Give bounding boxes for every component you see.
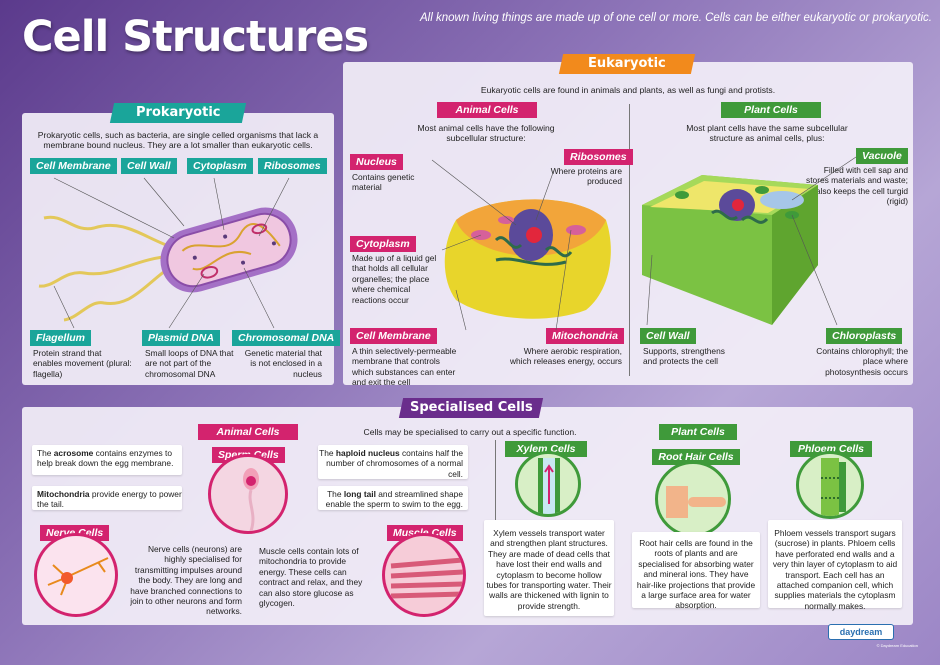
label-ribosomes-animal: Ribosomes xyxy=(564,149,633,165)
vacuole-text: Filled with cell sap and stores material… xyxy=(806,165,908,207)
bacteria-diagram xyxy=(38,177,298,329)
phloem-text: Phloem vessels transport sugars (sucrose… xyxy=(772,528,898,611)
plant-cells-intro: Most plant cells have the same subcellul… xyxy=(686,123,848,144)
label-cell-membrane: Cell Membrane xyxy=(30,158,117,174)
cell-wall-text: Supports, strengthens and protects the c… xyxy=(643,346,725,367)
phloem-box xyxy=(768,520,902,608)
prokaryotic-intro: Prokaryotic cells, such as bacteria, are… xyxy=(37,130,319,151)
chloroplasts-text: Contains chlorophyll; the place where ph… xyxy=(816,346,908,377)
root-hair-cell-image xyxy=(655,461,731,537)
specialised-animal-heading: Animal Cells xyxy=(198,424,298,440)
phloem-tube-icon xyxy=(821,458,846,516)
phloem-cell-image xyxy=(796,451,864,519)
animal-cell-diagram xyxy=(431,159,611,331)
label-phloem-cells: Phloem Cells xyxy=(790,441,872,457)
root-hair-text: Root hair cells are found in the roots o… xyxy=(636,538,756,611)
label-cell-membrane-animal: Cell Membrane xyxy=(350,328,437,344)
muscle-cell-image xyxy=(382,533,466,617)
plant-cells-heading: Plant Cells xyxy=(721,102,821,118)
specialised-heading: Specialised Cells xyxy=(398,398,544,418)
label-mitochondria: Mitochondria xyxy=(546,328,624,344)
neuron-icon xyxy=(47,557,109,596)
nerve-cell-image xyxy=(34,533,118,617)
haploid-nucleus-text: The haploid nucleus contains half the nu… xyxy=(319,448,463,479)
label-vacuole: Vacuole xyxy=(856,148,908,164)
tail-box xyxy=(318,486,468,510)
specialised-intro: Cells may be specialised to carry out a … xyxy=(363,427,577,437)
label-xylem-cells: Xylem Cells xyxy=(505,441,587,457)
label-cytoplasm-animal: Cytoplasm xyxy=(350,236,416,252)
flagellum-text: Protein strand that enables movement (pl… xyxy=(33,348,132,379)
label-chromosomal-dna: Chromosomal DNA xyxy=(232,330,341,346)
label-nucleus: Nucleus xyxy=(350,154,403,170)
plant-cell-diagram xyxy=(642,156,857,326)
sperm-cell-image xyxy=(208,454,288,534)
cytoplasm-text: Made up of a liquid gel that holds all c… xyxy=(352,253,437,305)
root-hair-icon xyxy=(666,486,726,518)
animal-cells-heading: Animal Cells xyxy=(437,102,537,118)
xylem-cell-image xyxy=(515,451,581,517)
sperm-icon xyxy=(243,468,259,531)
label-chloroplasts: Chloroplasts xyxy=(826,328,903,344)
label-cell-wall-plant: Cell Wall xyxy=(640,328,696,344)
nerve-cells-text: Nerve cells (neurons) are highly special… xyxy=(130,544,242,617)
muscle-fibre-icon xyxy=(390,557,463,599)
animal-cells-intro: Most animal cells have the following sub… xyxy=(417,123,555,144)
membrane-text: A thin selectively-permeable membrane th… xyxy=(352,346,457,388)
root-hair-box xyxy=(632,532,760,608)
mitochondria-sperm-text: Mitochondria provide energy to power the… xyxy=(37,489,182,510)
label-flagellum: Flagellum xyxy=(30,330,92,346)
long-tail-text: The long tail and streamlined shape enab… xyxy=(325,489,463,510)
plasmid-text: Small loops of DNA that are not part of … xyxy=(145,348,234,379)
haploid-box xyxy=(318,445,468,479)
specialised-plant-heading: Plant Cells xyxy=(659,424,737,440)
acrosome-text: The acrosome contains enzymes to help br… xyxy=(37,448,174,469)
acrosome-box xyxy=(32,445,182,475)
ribosomes-text: Where proteins are produced xyxy=(550,166,622,187)
eukaryotic-heading: Eukaryotic xyxy=(558,54,696,74)
xylem-text: Xylem vessels transport water and streng… xyxy=(486,528,612,611)
mitochondria-text: Where aerobic respiration, which release… xyxy=(509,346,622,367)
page-intro: All known living things are made up of o… xyxy=(420,12,932,24)
nucleus-text: Contains genetic material xyxy=(352,172,415,193)
eukaryotic-divider xyxy=(629,104,630,376)
xylem-vessel-icon xyxy=(538,458,560,514)
muscle-cells-text: Muscle cells contain lots of mitochondri… xyxy=(259,546,363,609)
label-ribosomes: Ribosomes xyxy=(258,158,327,174)
label-cell-wall: Cell Wall xyxy=(121,158,177,174)
specialised-panel xyxy=(22,407,913,625)
prokaryotic-heading: Prokaryotic xyxy=(109,103,247,123)
chromosomal-text: Genetic material that is not enclosed in… xyxy=(244,348,322,379)
brand-logo: daydream xyxy=(828,624,894,640)
mito-box xyxy=(32,486,182,510)
page-title: Cell Structures xyxy=(22,12,369,62)
label-cytoplasm: Cytoplasm xyxy=(187,158,253,174)
copyright: © Daydream Education xyxy=(876,643,918,648)
xylem-box xyxy=(484,520,614,616)
eukaryotic-intro: Eukaryotic cells are found in animals an… xyxy=(480,85,776,95)
label-plasmid-dna: Plasmid DNA xyxy=(142,330,220,346)
label-root-hair-cells: Root Hair Cells xyxy=(652,449,740,465)
